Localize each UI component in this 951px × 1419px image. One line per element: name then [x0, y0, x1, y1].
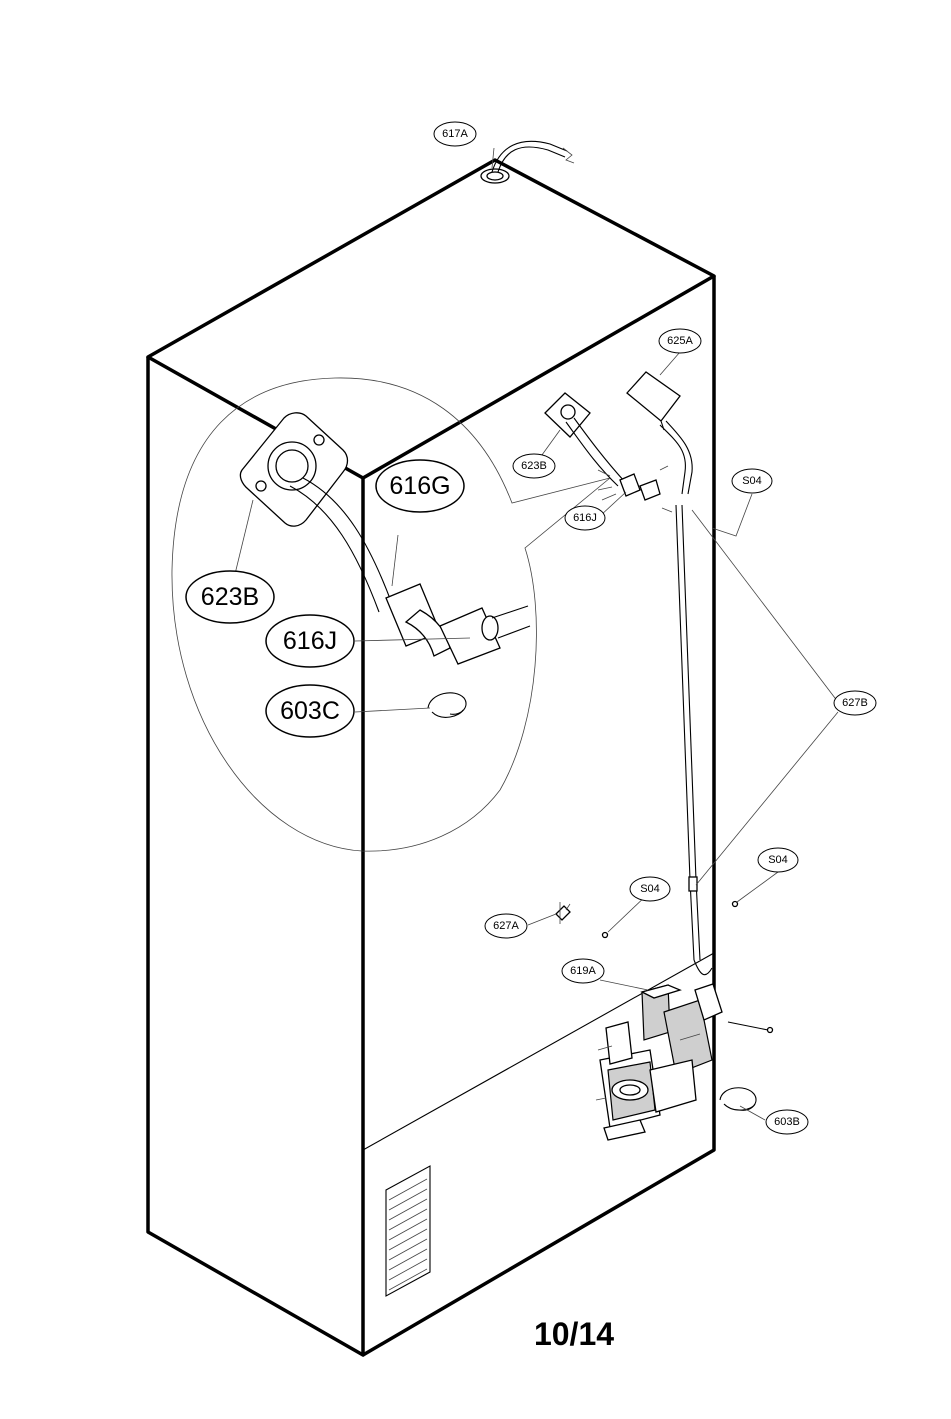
vent-grille	[385, 1165, 431, 1297]
callout-s04-top-label: S04	[742, 475, 762, 487]
detail-callout-603c: 603C	[265, 684, 355, 738]
callout-617a: 617A	[433, 121, 477, 147]
callout-625a-label: 625A	[667, 335, 693, 347]
detail-callout-623b-label: 623B	[201, 583, 259, 611]
callout-627a: 627A	[484, 913, 528, 939]
callout-s04-middle-label: S04	[640, 883, 660, 895]
callout-627b-label: 627B	[842, 697, 868, 709]
callout-603b-label: 603B	[774, 1116, 800, 1128]
callout-627a-label: 627A	[493, 920, 519, 932]
detail-callout-616j-label: 616J	[283, 627, 337, 655]
detail-callout-616g: 616G	[375, 459, 465, 513]
callout-603b: 603B	[765, 1109, 809, 1135]
callout-619a: 619A	[561, 958, 605, 984]
callout-627b: 627B	[833, 690, 877, 716]
callout-s04-right-label: S04	[768, 854, 788, 866]
detail-leaders	[234, 499, 471, 713]
callout-623b-label: 623B	[521, 460, 547, 472]
callout-s04-right: S04	[757, 847, 799, 873]
callout-s04-middle: S04	[629, 876, 671, 902]
leader-lines	[491, 147, 839, 1121]
cabinet-outline	[146, 158, 716, 1357]
detail-callout-616g-label: 616G	[389, 472, 450, 500]
detail-callout-623b: 623B	[185, 570, 275, 624]
callout-617a-label: 617A	[442, 128, 468, 140]
ice-maker-parts	[544, 371, 774, 1141]
callout-625a: 625A	[658, 328, 702, 354]
detail-callout-616j: 616J	[265, 614, 355, 668]
callout-619a-label: 619A	[570, 965, 596, 977]
callout-s04-top: S04	[731, 468, 773, 494]
callout-616j-label: 616J	[573, 512, 597, 524]
detail-bubble	[171, 377, 611, 852]
callout-623b: 623B	[512, 453, 556, 479]
grommet-617a	[480, 140, 575, 184]
detail-callout-603c-label: 603C	[280, 697, 340, 725]
callout-616j: 616J	[564, 505, 606, 531]
page-number: 10/14	[534, 1316, 614, 1352]
